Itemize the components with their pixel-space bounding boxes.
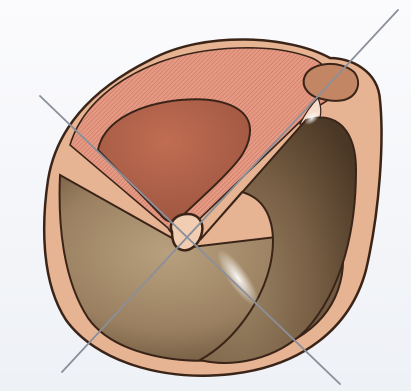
anatomy-cross-section-diagram	[0, 0, 411, 391]
figure-stage	[0, 0, 411, 391]
